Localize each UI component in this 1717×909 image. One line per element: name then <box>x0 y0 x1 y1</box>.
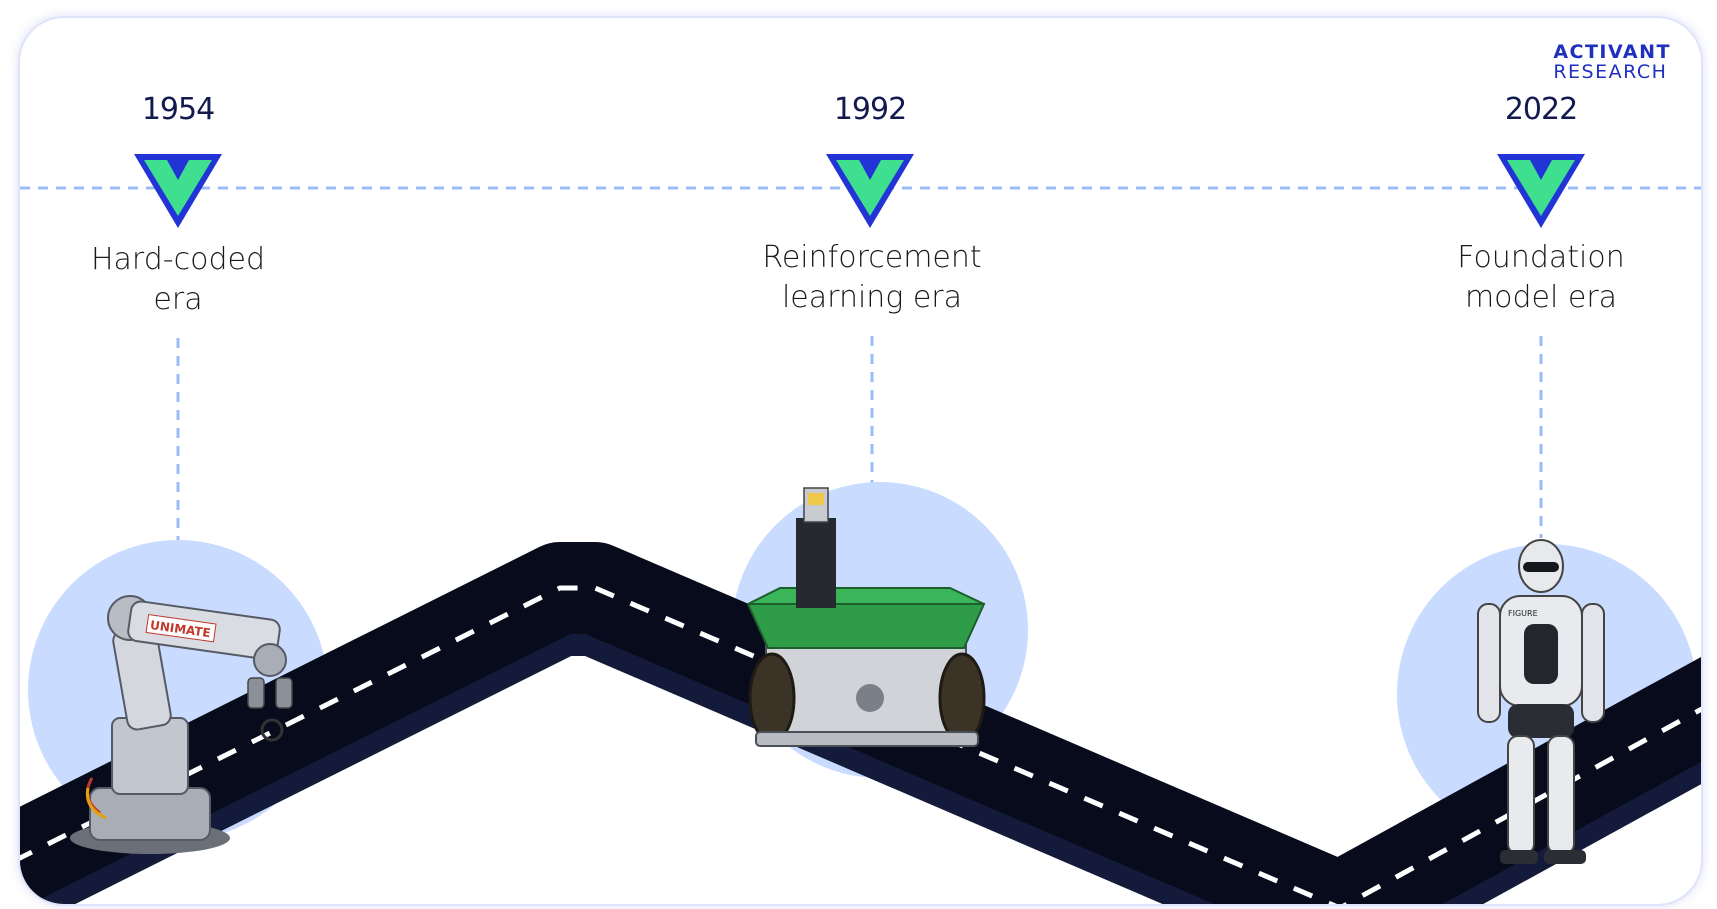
timeline-scene: UNIMATE FIGURE <box>20 154 1701 904</box>
brand-logo: ACTIVANT RESEARCH <box>1553 43 1671 82</box>
year-label-2022: 2022 <box>1504 92 1578 127</box>
era-label-hard-coded: Hard-coded era <box>90 242 265 317</box>
brand-name: ACTIVANT <box>1553 41 1671 63</box>
milestone-marker-1954-icon <box>134 154 222 228</box>
year-label-1954: 1954 <box>141 92 215 127</box>
era-label-reinforcement-learning: Reinforcement learning era <box>762 240 982 315</box>
year-label-1992: 1992 <box>833 92 907 127</box>
humanoid-robot-icon: FIGURE <box>1477 539 1605 864</box>
wheeled-rover-robot-icon <box>746 487 986 747</box>
milestone-marker-2022-icon <box>1497 154 1585 228</box>
brand-subtitle: RESEARCH <box>1553 61 1668 83</box>
milestone-marker-1992-icon <box>826 154 914 228</box>
road <box>20 542 1701 904</box>
unimate-robot-arm-icon: UNIMATE <box>70 595 293 854</box>
timeline-card: UNIMATE FIGURE <box>18 16 1703 906</box>
era-label-foundation-model: Foundation model era <box>1457 240 1625 315</box>
svg-text:FIGURE: FIGURE <box>1508 609 1538 618</box>
